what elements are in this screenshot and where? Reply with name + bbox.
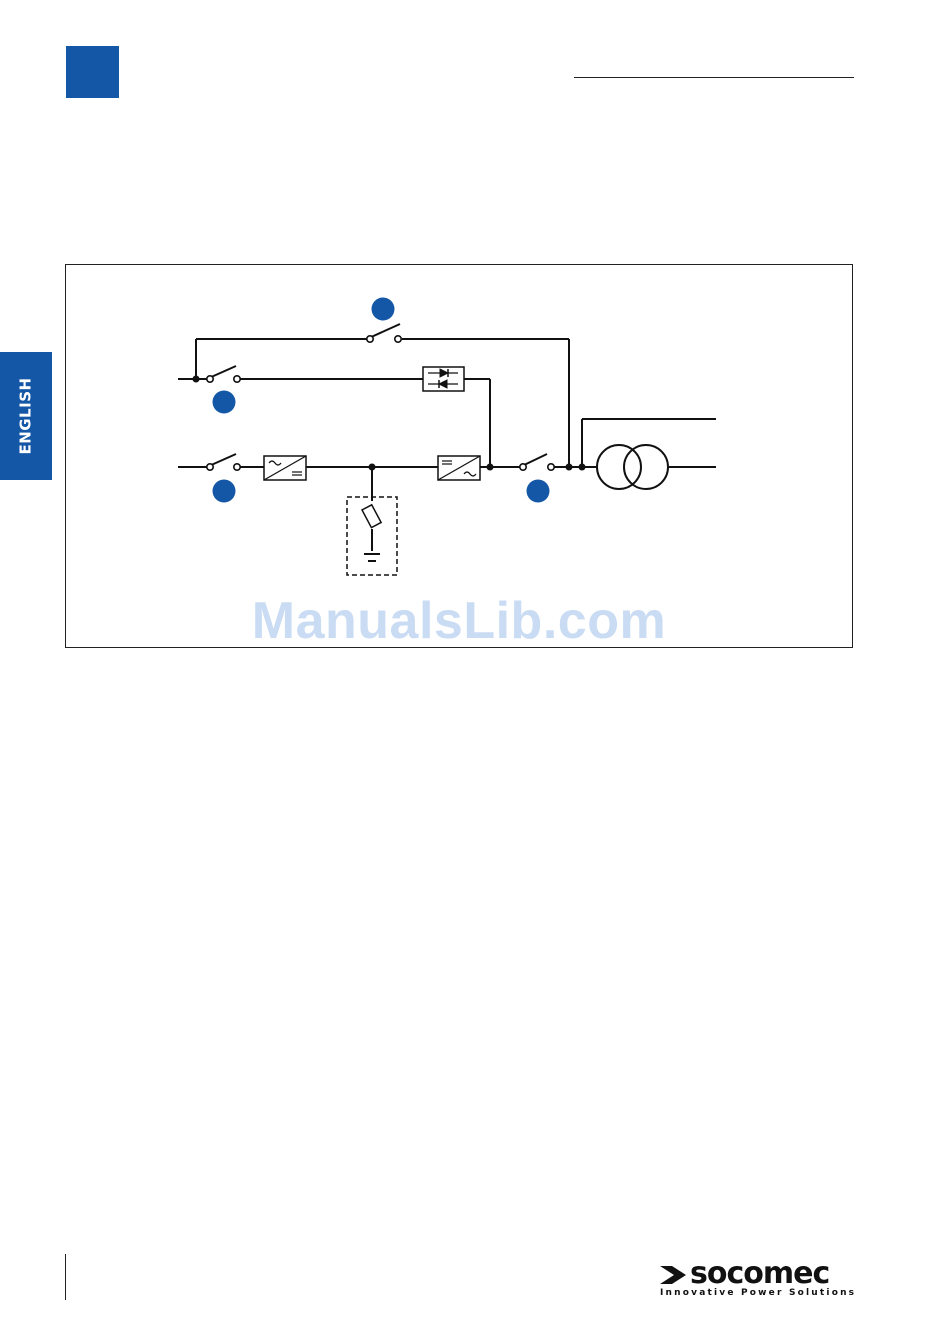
mains-switch-blade (209, 454, 236, 466)
switch-contact (207, 376, 213, 382)
switch-contact (234, 376, 240, 382)
header-rule (574, 77, 854, 78)
marker-maintenance-bypass (372, 298, 395, 321)
junction-dot (566, 464, 573, 471)
marker-bypass-switch (213, 391, 236, 414)
brand-name: socomec (690, 1256, 829, 1291)
switch-contact (548, 464, 554, 470)
battery-fuse (362, 505, 381, 528)
maintenance-bypass-switch-blade (369, 324, 400, 338)
switch-contact (207, 464, 213, 470)
ups-wiring-diagram: ManualsLib.com (65, 264, 853, 648)
transformer-primary (597, 445, 641, 489)
junction-dot (369, 464, 376, 471)
marker-mains-switch (213, 480, 236, 503)
chapter-marker (66, 46, 119, 98)
switch-contact (367, 336, 373, 342)
brand-tagline: Innovative Power Solutions (660, 1288, 856, 1298)
language-tab-label: ENGLISH (17, 377, 35, 454)
socomec-logo-icon (660, 1266, 686, 1284)
bypass-switch-blade (209, 366, 236, 378)
switch-contact (395, 336, 401, 342)
language-tab: ENGLISH (0, 352, 52, 480)
watermark-text: ManualsLib.com (66, 591, 852, 651)
marker-output-switch (527, 480, 550, 503)
junction-dot (579, 464, 586, 471)
junction-dot (193, 376, 200, 383)
socomec-logo: socomec Innovative Power Solutions (660, 1262, 854, 1302)
footer-rule (65, 1254, 66, 1300)
switch-contact (520, 464, 526, 470)
junction-dot (487, 464, 494, 471)
switch-contact (234, 464, 240, 470)
inverter-ac-symbol (464, 472, 476, 476)
rectifier-ac-symbol (269, 461, 281, 465)
transformer-secondary (624, 445, 668, 489)
